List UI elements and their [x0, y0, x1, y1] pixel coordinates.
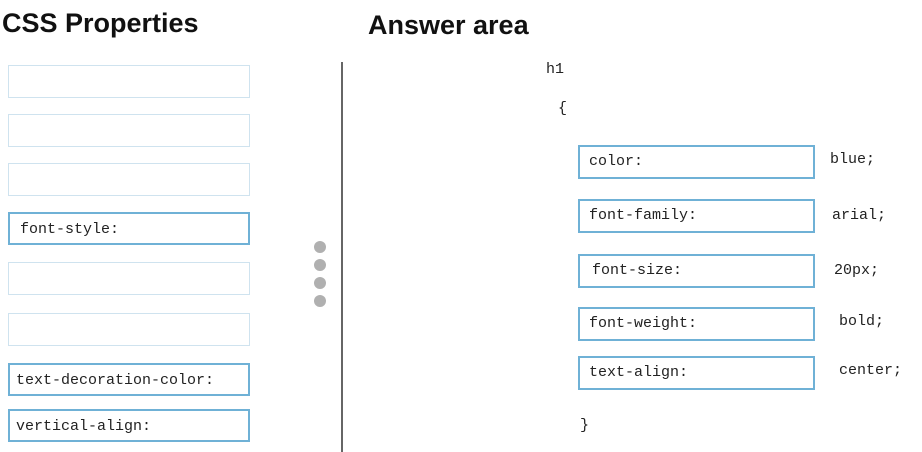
answer-slot-property: color: [589, 153, 644, 170]
answer-area-heading: Answer area [368, 10, 529, 40]
source-slot-vertical-align[interactable]: vertical-align: [8, 409, 250, 442]
answer-slot-property: text-align: [589, 364, 689, 381]
source-slot-2[interactable] [8, 114, 250, 147]
answer-slot-1[interactable]: color: [578, 145, 815, 179]
vertical-dots-icon[interactable] [314, 241, 328, 313]
drag-handle-dot [314, 241, 326, 253]
answer-slot-property: font-family: [589, 207, 698, 224]
source-slot-font-style[interactable]: font-style: [8, 212, 250, 245]
answer-slot-4[interactable]: font-weight: [578, 307, 815, 341]
open-brace: { [558, 100, 568, 117]
answer-value: bold; [839, 313, 885, 330]
source-slot-6[interactable] [8, 313, 250, 346]
drag-handle-dot [314, 277, 326, 289]
source-slot-text-decoration-color[interactable]: text-decoration-color: [8, 363, 250, 396]
answer-value: center; [839, 362, 903, 379]
panel-divider [341, 62, 343, 452]
answer-slot-property: font-weight: [589, 315, 698, 332]
answer-value: 20px; [834, 262, 880, 279]
source-slot-1[interactable] [8, 65, 250, 98]
source-slot-label: text-decoration-color: [16, 372, 215, 389]
source-slot-label: vertical-align: [16, 418, 152, 435]
css-properties-heading: CSS Properties [2, 8, 199, 38]
answer-value: blue; [830, 151, 876, 168]
drag-handle-dot [314, 295, 326, 307]
source-slot-3[interactable] [8, 163, 250, 196]
answer-value: arial; [832, 207, 887, 224]
close-brace: } [580, 417, 590, 434]
css-selector: h1 [546, 61, 565, 78]
source-slot-5[interactable] [8, 262, 250, 295]
answer-slot-3[interactable]: font-size: [578, 254, 815, 288]
answer-slot-5[interactable]: text-align: [578, 356, 815, 390]
answer-slot-2[interactable]: font-family: [578, 199, 815, 233]
source-slot-label: font-style: [20, 221, 120, 238]
drag-handle-dot [314, 259, 326, 271]
answer-slot-property: font-size: [592, 262, 683, 279]
